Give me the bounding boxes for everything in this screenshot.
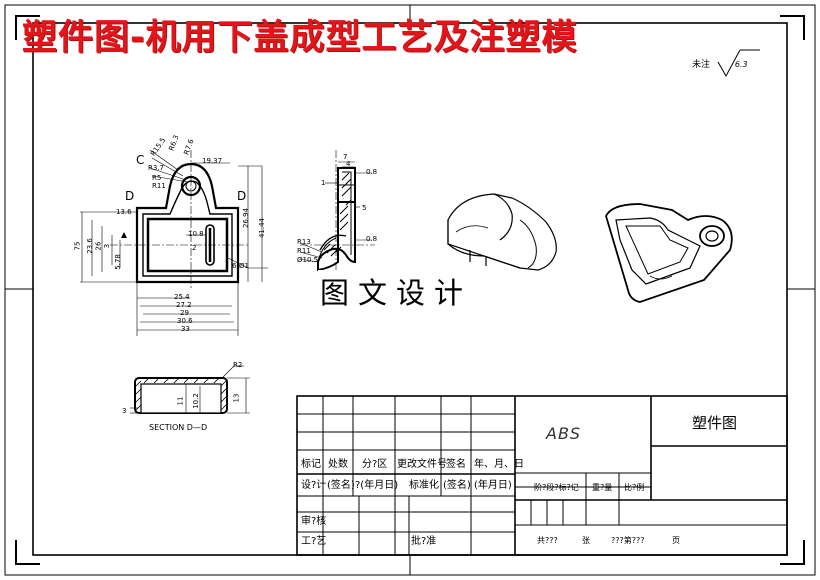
surface-note: 未注 6.3 bbox=[692, 57, 748, 70]
header-count: 处数 bbox=[328, 459, 348, 470]
section-label: SECTION D—D bbox=[149, 423, 208, 432]
dim-10-8: 10.8 bbox=[188, 230, 204, 238]
review-label: 审?核 bbox=[301, 516, 327, 527]
dim-26-94: 26.94 bbox=[242, 207, 251, 229]
title-block bbox=[296, 395, 788, 556]
section-dim-r2: R2 bbox=[233, 361, 243, 369]
dim-2: 2 bbox=[192, 244, 197, 252]
dim-41-44: 41.44 bbox=[258, 217, 267, 239]
section-dim-11: 11 bbox=[176, 396, 185, 406]
side-dim-r13: R13 bbox=[297, 238, 311, 246]
isometric-view-right bbox=[605, 203, 733, 303]
side-dim-1: 1 bbox=[321, 179, 326, 187]
view-label-d-right: D bbox=[237, 189, 247, 203]
header-date: 年、月、日 bbox=[474, 459, 524, 470]
design-date: ?(年月日) bbox=[355, 480, 399, 491]
isometric-view-left bbox=[447, 193, 557, 271]
dim-hole-count: 6-Ø1 bbox=[232, 262, 249, 270]
page-unit: 页 bbox=[672, 536, 680, 545]
dim-r11: R11 bbox=[152, 182, 166, 190]
front-view bbox=[80, 149, 268, 336]
standardization-date: (年月日) bbox=[474, 480, 512, 491]
side-dim-0-8-top: 0.8 bbox=[366, 168, 378, 176]
part-name: 塑件图 bbox=[692, 414, 738, 432]
material-label: ABS bbox=[546, 424, 582, 443]
dim-25-4: 25.4 bbox=[174, 293, 190, 301]
side-dim-dia10-5: Ø10.5 bbox=[297, 256, 319, 264]
dim-33: 33 bbox=[181, 325, 190, 333]
view-label-d-left: D bbox=[125, 189, 135, 203]
view-label-c: C bbox=[136, 153, 145, 167]
corner-marks bbox=[15, 15, 805, 565]
header-change-doc: 更改文件号 bbox=[397, 459, 447, 470]
section-dim-13: 13 bbox=[232, 393, 241, 403]
dim-30-6: 30.6 bbox=[177, 317, 193, 325]
section-dim-3: 3 bbox=[122, 407, 127, 415]
surface-note-text: 未注 bbox=[692, 60, 711, 70]
side-dim-5: 5 bbox=[362, 204, 367, 212]
dim-27-2: 27.2 bbox=[176, 301, 192, 309]
side-view bbox=[299, 150, 375, 280]
roughness-symbol bbox=[717, 49, 760, 78]
dim-5-78: 5.78 bbox=[113, 254, 122, 270]
dim-13-6: 13.6 bbox=[116, 208, 132, 216]
standardization-label: 标准化 bbox=[409, 480, 439, 491]
side-dim-0-8-bottom: 0.8 bbox=[366, 235, 378, 243]
dim-19-37: 19.37 bbox=[202, 157, 223, 165]
standardization-signature: (签名) bbox=[443, 480, 471, 491]
dim-r5: R5 bbox=[152, 174, 162, 182]
design-signature: (签名) bbox=[327, 480, 355, 491]
drawing-title: 塑件图-机用下盖成型工艺及注塑模 bbox=[22, 18, 578, 58]
sheet-number: ???第??? bbox=[611, 536, 645, 545]
scale-label: 比?例 bbox=[624, 483, 645, 492]
dim-3: 3 bbox=[103, 243, 112, 249]
sheet-unit: 张 bbox=[582, 536, 590, 545]
side-dim-r11: R11 bbox=[297, 247, 311, 255]
roughness-value: 6.3 bbox=[734, 60, 748, 69]
section-dim-10-2: 10.2 bbox=[191, 393, 200, 409]
total-sheets: 共??? bbox=[537, 536, 558, 545]
side-dim-7: 7 bbox=[343, 153, 348, 161]
stage-mark-label: 阶?段?标?记 bbox=[534, 483, 579, 492]
header-mark: 标记 bbox=[301, 459, 321, 470]
design-label: 设?计 bbox=[301, 480, 327, 491]
weight-label: 重?量 bbox=[592, 483, 613, 492]
dim-r3-7: R3.7 bbox=[148, 164, 164, 172]
dim-75: 75 bbox=[73, 241, 82, 251]
header-signature: 签名 bbox=[446, 459, 466, 470]
side-dim-4: 4 bbox=[346, 160, 351, 168]
section-view bbox=[130, 365, 250, 414]
process-label: 工?艺 bbox=[301, 536, 327, 547]
dim-29: 29 bbox=[180, 309, 189, 317]
header-zone: 分?区 bbox=[362, 459, 388, 470]
watermark-text: 图文设计 bbox=[318, 270, 475, 312]
center-marks bbox=[5, 5, 815, 575]
approve-label: 批?准 bbox=[411, 536, 437, 547]
